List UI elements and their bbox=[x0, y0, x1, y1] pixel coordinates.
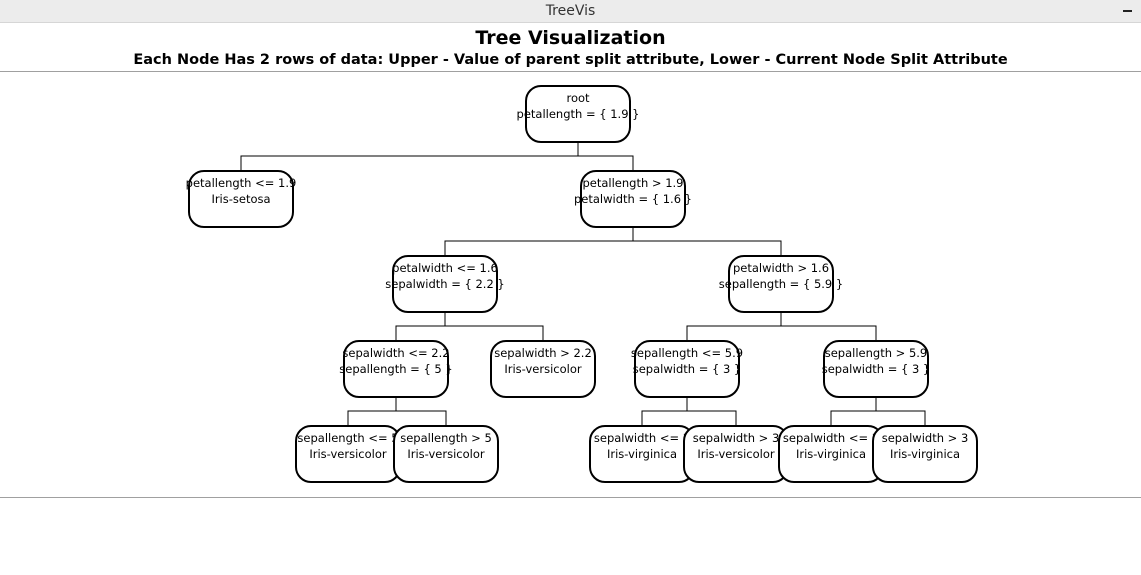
tree-edge bbox=[641, 397, 688, 426]
node-box bbox=[490, 340, 596, 398]
tree-node-n8: sepallength > 5.9 sepalwidth = { 3 } bbox=[822, 340, 931, 398]
tree-edge bbox=[347, 397, 397, 426]
node-box bbox=[392, 255, 498, 313]
node-upper-label: petallength > 1.9 bbox=[582, 176, 683, 190]
node-lower-label: Iris-versicolor bbox=[504, 362, 582, 376]
node-box bbox=[580, 170, 686, 228]
node-lower-label: Iris-setosa bbox=[211, 192, 270, 206]
node-upper-label: sepalwidth > 3 bbox=[882, 431, 969, 445]
tree-edge bbox=[686, 312, 782, 341]
node-box bbox=[634, 340, 740, 398]
tree-edge bbox=[395, 397, 447, 426]
tree-edge bbox=[875, 397, 926, 426]
node-box bbox=[872, 425, 978, 483]
node-upper-label: petallength <= 1.9 bbox=[186, 176, 297, 190]
minimize-button[interactable] bbox=[1115, 0, 1141, 22]
tree-node-n14: sepalwidth > 3 Iris-virginica bbox=[872, 425, 978, 483]
tree-node-n12: sepalwidth > 3 Iris-versicolor bbox=[683, 425, 789, 483]
node-upper-label: sepallength <= 5 bbox=[297, 431, 398, 445]
node-box bbox=[188, 170, 294, 228]
tree-edge bbox=[577, 142, 634, 171]
node-box bbox=[525, 85, 631, 143]
node-box bbox=[343, 340, 449, 398]
tree-node-n9: sepallength <= 5 Iris-versicolor bbox=[295, 425, 401, 483]
tree-node-n5: sepalwidth <= 2.2 sepallength = { 5 } bbox=[339, 340, 453, 398]
node-upper-label: sepalwidth <= 2.2 bbox=[342, 346, 449, 360]
tree-edge bbox=[395, 312, 446, 341]
page-subtitle: Each Node Has 2 rows of data: Upper - Va… bbox=[133, 52, 1008, 68]
tree-edge bbox=[444, 227, 634, 256]
node-upper-label: sepallength > 5 bbox=[400, 431, 492, 445]
tree-node-n10: sepallength > 5 Iris-versicolor bbox=[393, 425, 499, 483]
top-divider bbox=[0, 71, 1141, 72]
tree-edge bbox=[632, 227, 782, 256]
tree-edge bbox=[444, 312, 544, 341]
tree-node-n7: sepallength <= 5.9 sepalwidth = { 3 } bbox=[631, 340, 743, 398]
node-lower-label: Iris-versicolor bbox=[407, 447, 485, 461]
tree-edge bbox=[780, 312, 877, 341]
node-upper-label: sepalwidth <= 3 bbox=[783, 431, 879, 445]
node-lower-label: sepalwidth = { 3 } bbox=[633, 362, 742, 376]
node-lower-label: sepallength = { 5.9 } bbox=[719, 277, 843, 291]
tree-edge bbox=[240, 142, 579, 171]
node-upper-label: root bbox=[566, 91, 590, 105]
node-upper-label: sepallength > 5.9 bbox=[825, 346, 928, 360]
node-lower-label: Iris-virginica bbox=[796, 447, 866, 461]
tree-node-n13: sepalwidth <= 3 Iris-virginica bbox=[778, 425, 884, 483]
page-title: Tree Visualization bbox=[475, 27, 666, 49]
node-upper-label: sepalwidth > 3 bbox=[693, 431, 780, 445]
node-upper-label: sepalwidth <= 3 bbox=[594, 431, 690, 445]
tree-node-n4: petalwidth > 1.6 sepallength = { 5.9 } bbox=[719, 255, 843, 313]
node-box bbox=[823, 340, 929, 398]
node-box bbox=[728, 255, 834, 313]
tree-node-n11: sepalwidth <= 3 Iris-virginica bbox=[589, 425, 695, 483]
node-upper-label: sepalwidth > 2.2 bbox=[494, 346, 592, 360]
node-lower-label: Iris-virginica bbox=[607, 447, 677, 461]
node-lower-label: sepallength = { 5 } bbox=[339, 362, 452, 376]
tree-node-n0: root petallength = { 1.9 } bbox=[517, 85, 640, 143]
node-lower-label: Iris-virginica bbox=[890, 447, 960, 461]
node-upper-label: sepallength <= 5.9 bbox=[631, 346, 743, 360]
tree-node-n3: petalwidth <= 1.6 sepalwidth = { 2.2 } bbox=[385, 255, 505, 313]
tree-node-n2: petallength > 1.9 petalwidth = { 1.6 } bbox=[574, 170, 692, 228]
node-lower-label: petallength = { 1.9 } bbox=[517, 107, 640, 121]
tree-edge bbox=[686, 397, 737, 426]
node-lower-label: petalwidth = { 1.6 } bbox=[574, 192, 692, 206]
node-upper-label: petalwidth > 1.6 bbox=[733, 261, 829, 275]
node-lower-label: Iris-versicolor bbox=[697, 447, 775, 461]
node-lower-label: Iris-versicolor bbox=[309, 447, 387, 461]
node-box bbox=[393, 425, 499, 483]
node-lower-label: sepalwidth = { 3 } bbox=[822, 362, 931, 376]
bottom-divider bbox=[0, 497, 1141, 498]
node-upper-label: petalwidth <= 1.6 bbox=[392, 261, 498, 275]
tree-edge bbox=[830, 397, 877, 426]
node-lower-label: sepalwidth = { 2.2 } bbox=[385, 277, 505, 291]
minimize-icon bbox=[1123, 10, 1132, 12]
window-titlebar: TreeVis bbox=[0, 0, 1141, 23]
window-title: TreeVis bbox=[545, 3, 596, 19]
